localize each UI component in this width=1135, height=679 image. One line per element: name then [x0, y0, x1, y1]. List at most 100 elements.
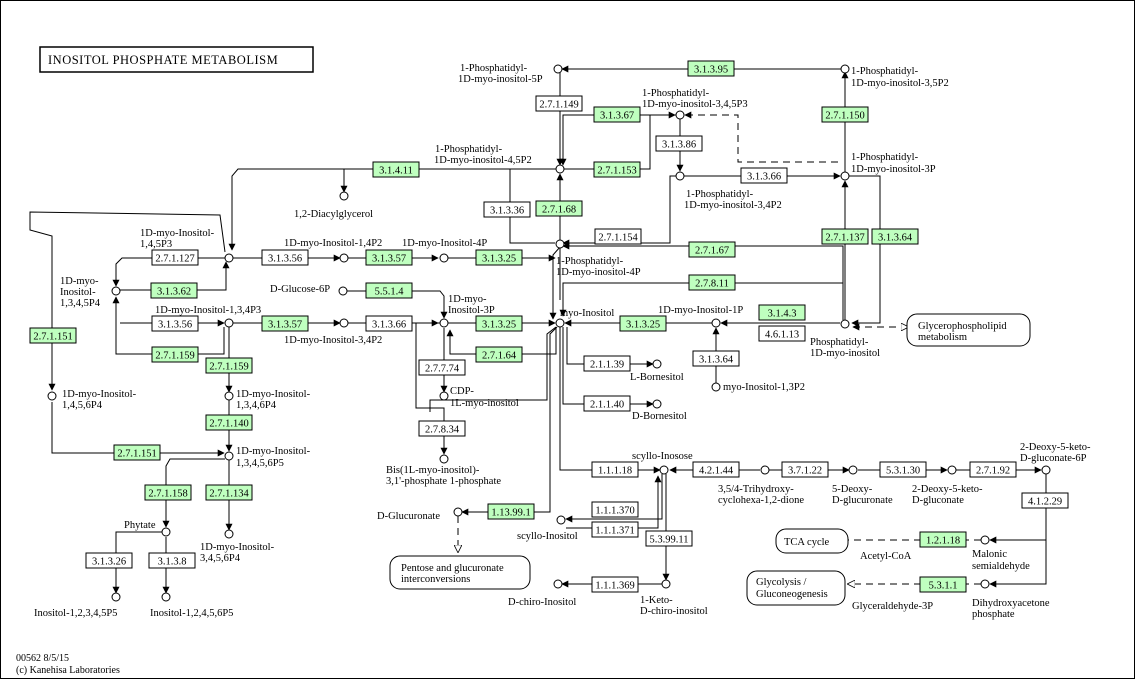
- compound-node[interactable]: [224, 253, 234, 263]
- compound-node[interactable]: [661, 579, 671, 589]
- enzyme-box[interactable]: 2.7.8.11: [688, 274, 736, 291]
- compound-node[interactable]: [339, 191, 349, 201]
- enzyme-box[interactable]: 2.7.1.151: [29, 327, 77, 344]
- compound-node[interactable]: [439, 318, 449, 328]
- compound-node[interactable]: [555, 239, 565, 249]
- compound-node[interactable]: [555, 318, 565, 328]
- enzyme-box[interactable]: 3.7.1.22: [781, 461, 829, 478]
- compound-node[interactable]: [224, 451, 234, 461]
- compound-node[interactable]: [161, 592, 171, 602]
- enzyme-box[interactable]: 3.1.3.25: [619, 315, 667, 332]
- enzyme-box[interactable]: 2.1.1.40: [583, 395, 631, 412]
- compound-node[interactable]: [111, 286, 121, 296]
- compound-node[interactable]: [711, 382, 721, 392]
- compound-node[interactable]: [47, 391, 57, 401]
- enzyme-box[interactable]: 3.1.3.57: [365, 249, 413, 266]
- enzyme-box[interactable]: 5.5.1.4: [365, 282, 413, 299]
- enzyme-box[interactable]: 3.1.3.8: [148, 552, 196, 569]
- compound-node[interactable]: [1041, 465, 1051, 475]
- compound-node[interactable]: [840, 319, 850, 329]
- enzyme-box[interactable]: 3.1.3.67: [593, 106, 641, 123]
- enzyme-box[interactable]: 3.1.3.66: [740, 167, 788, 184]
- compound-node[interactable]: [453, 507, 463, 517]
- compound-node[interactable]: [980, 579, 990, 589]
- compound-node[interactable]: [553, 579, 563, 589]
- enzyme-box[interactable]: 2.7.1.154: [594, 228, 642, 245]
- enzyme-box[interactable]: 1.13.99.1: [487, 503, 535, 520]
- enzyme-box[interactable]: 3.1.3.57: [261, 315, 309, 332]
- enzyme-box[interactable]: 2.7.1.159: [205, 357, 253, 374]
- compound-node[interactable]: [339, 253, 349, 263]
- enzyme-box[interactable]: 2.7.8.34: [418, 420, 466, 437]
- compound-node[interactable]: [675, 171, 685, 181]
- enzyme-box[interactable]: 2.1.1.39: [583, 355, 631, 372]
- compound-node[interactable]: [840, 64, 850, 74]
- enzyme-box[interactable]: 3.1.3.25: [475, 249, 523, 266]
- enzyme-box[interactable]: 1.2.1.18: [919, 531, 967, 548]
- enzyme-box[interactable]: 3.1.3.66: [365, 315, 413, 332]
- enzyme-box[interactable]: 3.1.3.56: [151, 315, 199, 332]
- compound-node[interactable]: [652, 359, 662, 369]
- enzyme-box[interactable]: 2.7.1.153: [593, 161, 641, 178]
- enzyme-box[interactable]: 2.7.1.159: [151, 346, 199, 363]
- enzyme-box[interactable]: 5.3.99.11: [645, 530, 693, 547]
- compound-node[interactable]: [675, 110, 685, 120]
- enzyme-box[interactable]: 1.1.1.371: [591, 521, 639, 538]
- compound-node[interactable]: [848, 465, 858, 475]
- enzyme-box[interactable]: 3.1.3.36: [483, 201, 531, 218]
- enzyme-box[interactable]: 3.1.3.95: [687, 60, 735, 77]
- compound-node[interactable]: [439, 454, 449, 464]
- enzyme-box[interactable]: 3.1.4.11: [372, 161, 420, 178]
- enzyme-box[interactable]: 4.6.1.13: [758, 325, 806, 342]
- compound-node[interactable]: [338, 286, 348, 296]
- compound-node[interactable]: [439, 391, 449, 401]
- enzyme-box[interactable]: 2.7.1.149: [535, 95, 583, 112]
- compound-node[interactable]: [947, 465, 957, 475]
- enzyme-box[interactable]: 1.1.1.370: [591, 501, 639, 518]
- enzyme-box[interactable]: 2.7.1.151: [113, 444, 161, 461]
- enzyme-box[interactable]: 2.7.1.140: [205, 414, 253, 431]
- compound-node[interactable]: [224, 318, 234, 328]
- compound-node[interactable]: [111, 592, 121, 602]
- compound-node[interactable]: [556, 515, 566, 525]
- compound-node[interactable]: [224, 391, 234, 401]
- enzyme-box[interactable]: 3.1.3.86: [655, 135, 703, 152]
- enzyme-box[interactable]: 1.1.1.18: [591, 461, 639, 478]
- map-link-box[interactable]: [775, 528, 849, 554]
- enzyme-box[interactable]: 2.7.1.127: [151, 249, 199, 266]
- enzyme-box[interactable]: 2.7.1.67: [688, 241, 736, 258]
- map-link-box[interactable]: [746, 570, 846, 606]
- enzyme-box[interactable]: 2.7.1.150: [821, 106, 869, 123]
- enzyme-box[interactable]: 3.1.3.25: [475, 315, 523, 332]
- enzyme-box[interactable]: 4.1.2.29: [1021, 492, 1069, 509]
- compound-node[interactable]: [659, 465, 669, 475]
- compound-node[interactable]: [760, 465, 770, 475]
- enzyme-box[interactable]: 3.1.3.64: [871, 228, 919, 245]
- compound-node[interactable]: [555, 164, 565, 174]
- enzyme-box[interactable]: 3.1.3.62: [150, 282, 198, 299]
- compound-node[interactable]: [711, 318, 721, 328]
- compound-node[interactable]: [553, 64, 563, 74]
- compound-node[interactable]: [840, 171, 850, 181]
- enzyme-box[interactable]: 2.7.1.64: [475, 346, 523, 363]
- enzyme-box[interactable]: 3.1.3.56: [261, 249, 309, 266]
- enzyme-box[interactable]: 3.1.4.3: [758, 304, 806, 321]
- enzyme-box[interactable]: 2.7.1.134: [205, 484, 253, 501]
- enzyme-box[interactable]: 2.7.1.68: [535, 200, 583, 217]
- enzyme-box[interactable]: 3.1.3.64: [692, 350, 740, 367]
- compound-node[interactable]: [339, 318, 349, 328]
- enzyme-box[interactable]: 5.3.1.1: [919, 576, 967, 593]
- enzyme-box[interactable]: 2.7.1.158: [144, 484, 192, 501]
- compound-node[interactable]: [652, 399, 662, 409]
- enzyme-box[interactable]: 3.1.3.26: [85, 552, 133, 569]
- enzyme-box[interactable]: 1.1.1.369: [591, 576, 639, 593]
- compound-node[interactable]: [439, 253, 449, 263]
- enzyme-box[interactable]: 2.7.1.137: [821, 228, 869, 245]
- enzyme-box[interactable]: 5.3.1.30: [879, 461, 927, 478]
- enzyme-box[interactable]: 2.7.7.74: [418, 359, 466, 376]
- map-link-box[interactable]: [389, 555, 531, 590]
- enzyme-box[interactable]: 2.7.1.92: [969, 461, 1017, 478]
- map-link-box[interactable]: [906, 313, 1031, 347]
- compound-node[interactable]: [224, 529, 234, 539]
- enzyme-box[interactable]: 4.2.1.44: [692, 461, 740, 478]
